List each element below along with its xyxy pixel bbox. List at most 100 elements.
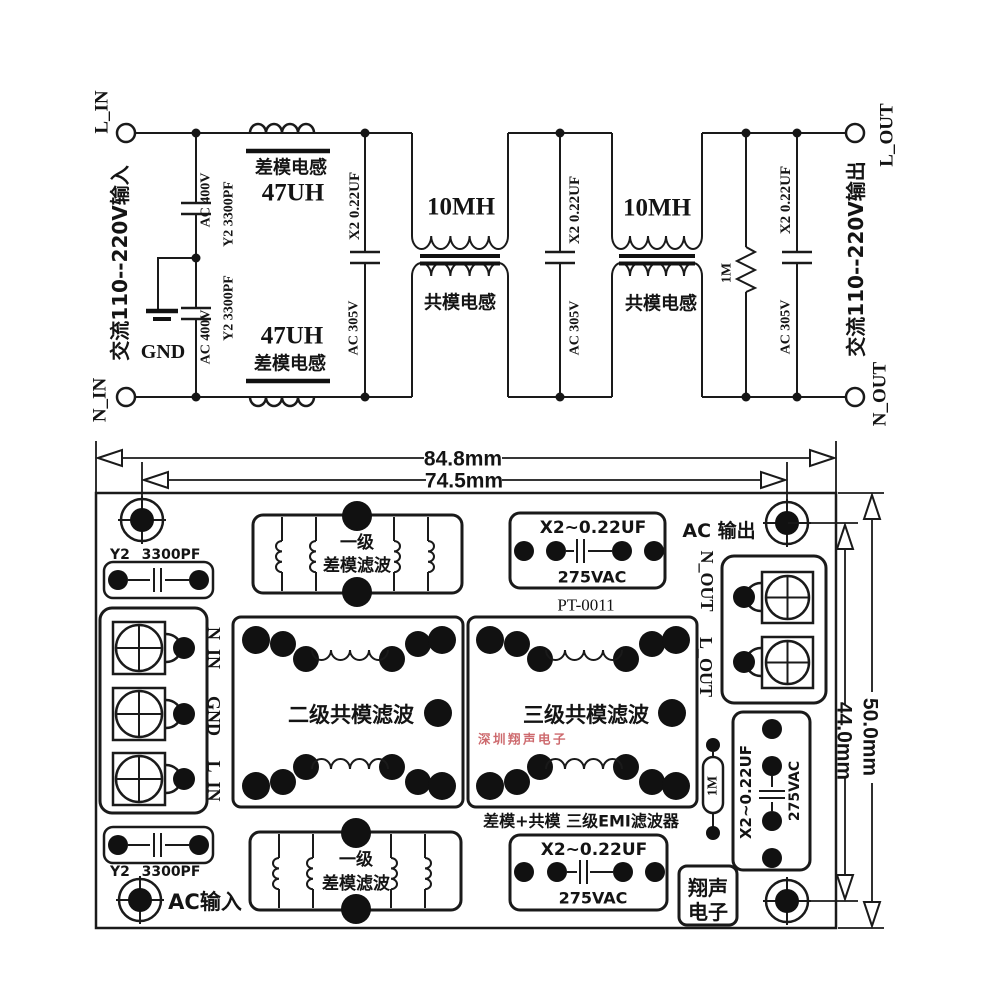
label-choke2-value: 10MH <box>623 195 692 222</box>
in-terminal-label-l-in: L_IN <box>204 760 224 801</box>
x2-bottom-voltage: 275VAC <box>559 889 628 908</box>
brand-line1: 翔声 <box>687 876 728 900</box>
label-y2-value-top: Y2 3300PF <box>222 181 237 247</box>
dimension-lines <box>94 441 884 930</box>
schematic: L_IN N_IN 交流110--220V输入 GND AC 400V Y2 3… <box>90 90 898 426</box>
label-x2-value-1: X2 0.22UF <box>347 172 363 240</box>
label-x2-voltage-2: AC 305V <box>568 301 583 356</box>
watermark-text: 深圳翔声电子 <box>478 732 568 747</box>
resistor-zigzag <box>734 246 758 293</box>
y2-value-label-top: 3300PF <box>142 547 201 563</box>
label-ac-input: 交流110--220V输入 <box>108 165 132 361</box>
gnd-wire <box>157 257 196 309</box>
choke2-top-winding <box>611 235 703 250</box>
x2-cap1-plates <box>350 250 380 265</box>
y2-footprint-top <box>102 560 215 600</box>
stage1-top-label-line2: 差模滤波 <box>323 555 392 576</box>
x2-right-voltage: 275VAC <box>787 761 803 821</box>
label-dm-value-bottom: 47UH <box>261 323 324 350</box>
choke2-legs <box>611 133 703 397</box>
y2-value-label-bottom: 3300PF <box>142 864 201 880</box>
stage3-label: 三级共模滤波 <box>523 703 650 727</box>
choke2-core <box>619 254 695 266</box>
out-terminal-label-n-out: N_OUT <box>697 550 717 611</box>
label-y2-voltage-top: AC 400V <box>199 173 214 228</box>
label-y2-voltage-bottom: AC 400V <box>199 310 214 365</box>
label-l-in: L_IN <box>92 90 113 134</box>
x2-footprint-right <box>731 710 812 872</box>
label-dm-value-top: 47UH <box>262 180 325 207</box>
label-resistor-value: 1M <box>720 263 735 283</box>
terminal-l-in <box>115 122 137 144</box>
stage1-filter-top <box>251 501 464 607</box>
terminal-n-out <box>844 386 866 408</box>
x2-right-value: X2~0.22UF <box>737 745 755 839</box>
x2-footprint-top <box>508 511 667 590</box>
dim-outer-width: 84.8mm <box>424 448 502 471</box>
resistor-footprint-label: 1M <box>706 776 721 796</box>
label-choke2-name: 共模电感 <box>625 293 697 315</box>
label-gnd: GND <box>141 341 185 363</box>
brand-logo-box <box>677 864 739 927</box>
y2-part-label-bottom: Y2 <box>109 864 130 880</box>
terminal-n-in <box>115 386 137 408</box>
label-x2-value-2: X2 0.22UF <box>567 176 583 244</box>
mounting-hole-top-left <box>118 496 166 544</box>
input-terminal-block <box>98 606 209 815</box>
x2-cap2-plates <box>545 250 575 265</box>
brand-line2: 电子 <box>688 900 728 924</box>
label-x2-voltage-1: AC 305V <box>347 301 362 356</box>
stage1-bottom-label-line1: 一级 <box>339 849 373 870</box>
label-n-in: N_IN <box>90 378 111 423</box>
product-title: 差模+共模 三级EMI滤波器 <box>483 812 680 831</box>
resistor-footprint <box>701 738 725 840</box>
x2-top-voltage: 275VAC <box>558 568 627 587</box>
x2-cap3-plates <box>782 250 812 265</box>
label-y2-value-bottom: Y2 3300PF <box>222 275 237 341</box>
label-choke1-name: 共模电感 <box>424 292 496 314</box>
dim-outer-height: 50.0mm <box>859 698 882 776</box>
label-dm-name-top: 差模电感 <box>255 157 327 179</box>
x2-top-value: X2~0.22UF <box>540 518 647 538</box>
y2-capacitor-plates <box>181 201 211 321</box>
ac-output-label: AC 输出 <box>682 519 755 542</box>
board-outline <box>94 491 838 930</box>
stage1-filter-bottom <box>248 818 463 924</box>
dm-inductor-top-coil <box>248 122 316 134</box>
stage1-top-label-line1: 一级 <box>340 532 374 553</box>
label-x2-value-3: X2 0.22UF <box>778 166 794 234</box>
label-dm-name-bottom: 差模电感 <box>254 353 326 375</box>
choke1-core <box>420 254 500 266</box>
label-n-out: N_OUT <box>870 361 891 426</box>
dim-hole-width: 74.5mm <box>425 470 503 493</box>
x2-footprint-bottom <box>508 833 669 912</box>
dim-hole-height: 44.0mm <box>833 702 856 780</box>
out-terminal-label-l-out: L_OUT <box>696 637 716 697</box>
x2-bottom-value: X2~0.22UF <box>541 840 648 860</box>
stage2-label: 二级共模滤波 <box>288 703 415 727</box>
output-terminal-block <box>720 554 828 705</box>
terminal-l-out <box>844 122 866 144</box>
stage1-bottom-label-line2: 差模滤波 <box>322 873 391 894</box>
choke1-top-winding <box>411 235 509 250</box>
in-terminal-label-n-in: N_IN <box>204 627 224 669</box>
dm-inductor-bottom-coil <box>248 396 316 408</box>
choke1-legs <box>411 133 509 397</box>
label-ac-output: 交流110--220V输出 <box>844 161 868 357</box>
junction-dots <box>191 128 802 402</box>
y2-part-label-top: Y2 <box>109 547 130 563</box>
mounting-hole-bottom-right <box>763 877 811 925</box>
ac-input-label: AC输入 <box>168 890 242 914</box>
stage2-filter <box>231 615 465 809</box>
pcb-layout: Y2 3300PF Y2 3300PF N_IN GND L_IN <box>94 441 884 930</box>
label-choke1-value: 10MH <box>427 194 496 221</box>
mounting-hole-top-right <box>763 499 811 547</box>
in-terminal-label-gnd: GND <box>204 696 224 736</box>
model-number: PT-0011 <box>557 596 614 615</box>
mounting-hole-bottom-left <box>116 876 164 924</box>
stage3-filter <box>466 615 699 809</box>
label-l-out: L_OUT <box>877 103 898 167</box>
label-x2-voltage-3: AC 305V <box>779 300 794 355</box>
